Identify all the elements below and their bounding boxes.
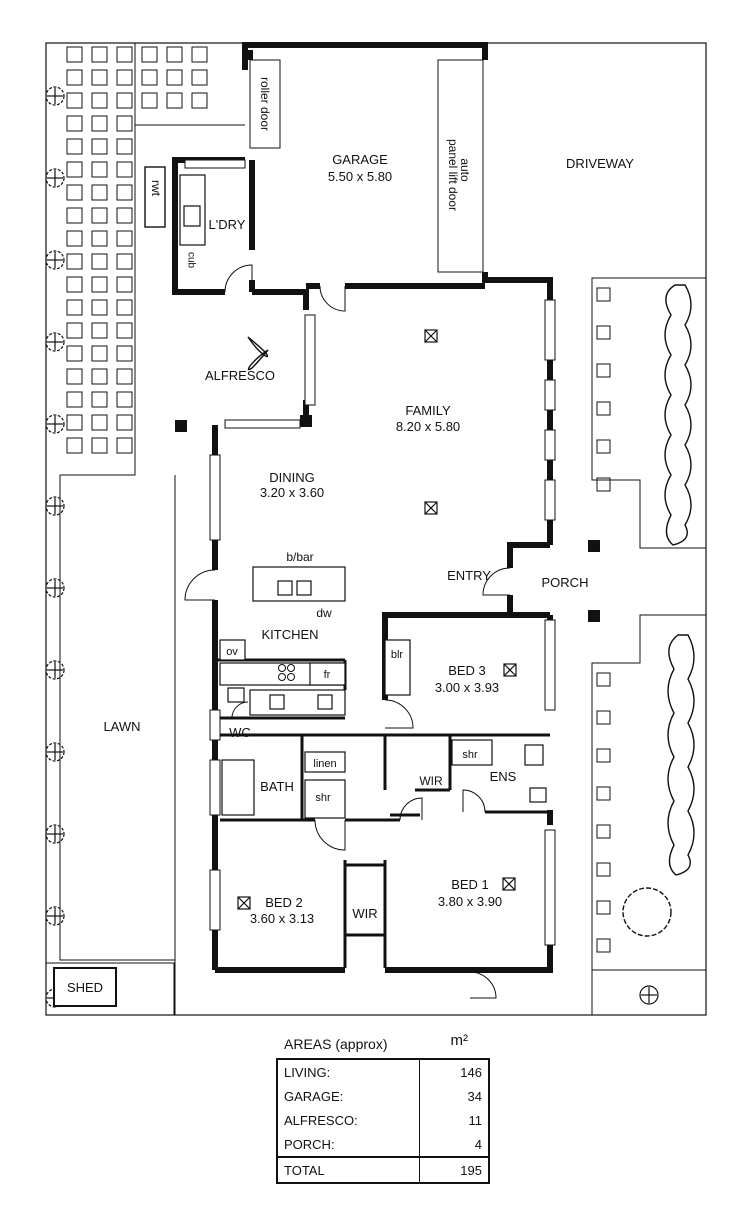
areas-title: AREAS (approx) (284, 1036, 388, 1052)
shrub-small (639, 985, 659, 1005)
wir-label: WIR (352, 906, 377, 921)
bed1-dims: 3.80 x 3.90 (438, 894, 502, 909)
downlight-icons (237, 329, 517, 910)
area-value: 146 (419, 1059, 489, 1084)
doors (184, 264, 511, 999)
bed3-dims: 3.00 x 3.93 (435, 680, 499, 695)
total-label: TOTAL (277, 1156, 420, 1183)
family-dims: 8.20 x 5.80 (396, 419, 460, 434)
blr-label: blr (391, 649, 404, 661)
hedge-top (664, 284, 692, 546)
fr-label: fr (324, 669, 331, 681)
oven (219, 639, 246, 661)
driveway-label: DRIVEWAY (566, 156, 634, 171)
areas-schedule: AREAS (approx) m² LIVING: 146 GARAGE: 34… (276, 1030, 490, 1184)
dining-dims: 3.20 x 3.60 (260, 485, 324, 500)
garden-bed-right-top (591, 277, 706, 549)
tree (622, 887, 672, 937)
lawn-label: LAWN (103, 719, 140, 734)
ens-vanity (524, 744, 544, 766)
areas-total-row: TOTAL 195 (277, 1156, 489, 1183)
area-label: PORCH: (284, 1136, 335, 1152)
hedge-bottom (667, 634, 695, 876)
porch-label: PORCH (542, 575, 589, 590)
garden-squares (596, 287, 611, 953)
interior-walls (215, 658, 550, 968)
shr-ens-label: shr (462, 749, 478, 761)
entry-label: ENTRY (447, 568, 491, 583)
laundry-trough (183, 205, 201, 227)
area-label: GARAGE: (284, 1088, 344, 1104)
area-label: LIVING: (284, 1064, 331, 1080)
paving-grid (66, 46, 208, 454)
bathtub (221, 759, 255, 816)
rainwater-tank (144, 166, 166, 228)
sink-1 (269, 694, 285, 710)
total-value: 195 (419, 1156, 489, 1183)
sink-2 (317, 694, 333, 710)
garden-bed-right-bottom (591, 614, 706, 971)
areas-row: GARAGE: 34 (277, 1084, 489, 1108)
areas-row: LIVING: 146 (277, 1059, 489, 1084)
ceiling-fan-icon (247, 336, 269, 371)
roller-door-label: roller door (258, 77, 272, 131)
bbar-label: b/bar (286, 550, 313, 564)
area-value: 4 (419, 1132, 489, 1157)
family-name: FAMILY (405, 403, 451, 418)
exterior-walls (172, 42, 600, 973)
auto-door-label-2: panel lift door (446, 139, 460, 211)
shed (45, 962, 175, 1016)
bed1-name: BED 1 (451, 877, 489, 892)
bed2-dims: 3.60 x 3.13 (250, 911, 314, 926)
bed3-name: BED 3 (448, 663, 486, 678)
areas-row: PORCH: 4 (277, 1132, 489, 1157)
bed2-name: BED 2 (265, 895, 303, 910)
areas-table: LIVING: 146 GARAGE: 34 ALFRESCO: 11 PORC… (276, 1058, 490, 1184)
fixtures (179, 174, 547, 819)
shr-bath-label: shr (315, 792, 331, 804)
dishwasher-2 (296, 580, 312, 596)
kitchen-label: KITCHEN (261, 627, 318, 642)
linen-cupboard (304, 751, 346, 773)
ov-label: ov (226, 646, 238, 658)
areas-row: ALFRESCO: 11 (277, 1108, 489, 1132)
dining-name: DINING (269, 470, 315, 485)
room-labels: GARAGE 5.50 x 5.80 roller door auto pane… (67, 77, 634, 995)
shrub-column (45, 86, 65, 1008)
robe-bed3 (384, 639, 411, 696)
area-value: 11 (419, 1108, 489, 1132)
linen-label: linen (313, 758, 336, 770)
garden-bed-outline (134, 43, 245, 126)
laundry-label: L'DRY (209, 217, 246, 232)
lawn-outline (60, 125, 136, 476)
areas-header: AREAS (approx) m² (276, 1030, 490, 1058)
cub-label: cub (185, 252, 196, 269)
alfresco-label: ALFRESCO (205, 368, 275, 383)
bath-label: BATH (260, 779, 294, 794)
auto-door-label-1: auto (458, 158, 472, 182)
lawn-boundary (59, 475, 176, 1015)
wir-ens-label: WIR (419, 774, 443, 788)
rwt-label: rwt (149, 180, 163, 197)
garage-name: GARAGE (332, 152, 388, 167)
shower-bath (304, 779, 346, 819)
wc-label: WC (229, 725, 251, 740)
dishwasher (277, 580, 293, 596)
area-label: ALFRESCO: (284, 1112, 358, 1128)
fridge (309, 662, 346, 686)
ens-toilet (529, 787, 547, 803)
wc-pan (227, 687, 245, 703)
area-value: 34 (419, 1084, 489, 1108)
windows (184, 59, 556, 946)
garage-dims: 5.50 x 5.80 (328, 169, 392, 184)
ens-label: ENS (490, 769, 517, 784)
cooktop (278, 664, 295, 681)
shed-box (53, 967, 117, 1007)
shower-ens (451, 739, 493, 766)
dw-label: dw (316, 606, 332, 620)
shed-label: SHED (67, 980, 103, 995)
areas-unit: m² (450, 1032, 469, 1049)
